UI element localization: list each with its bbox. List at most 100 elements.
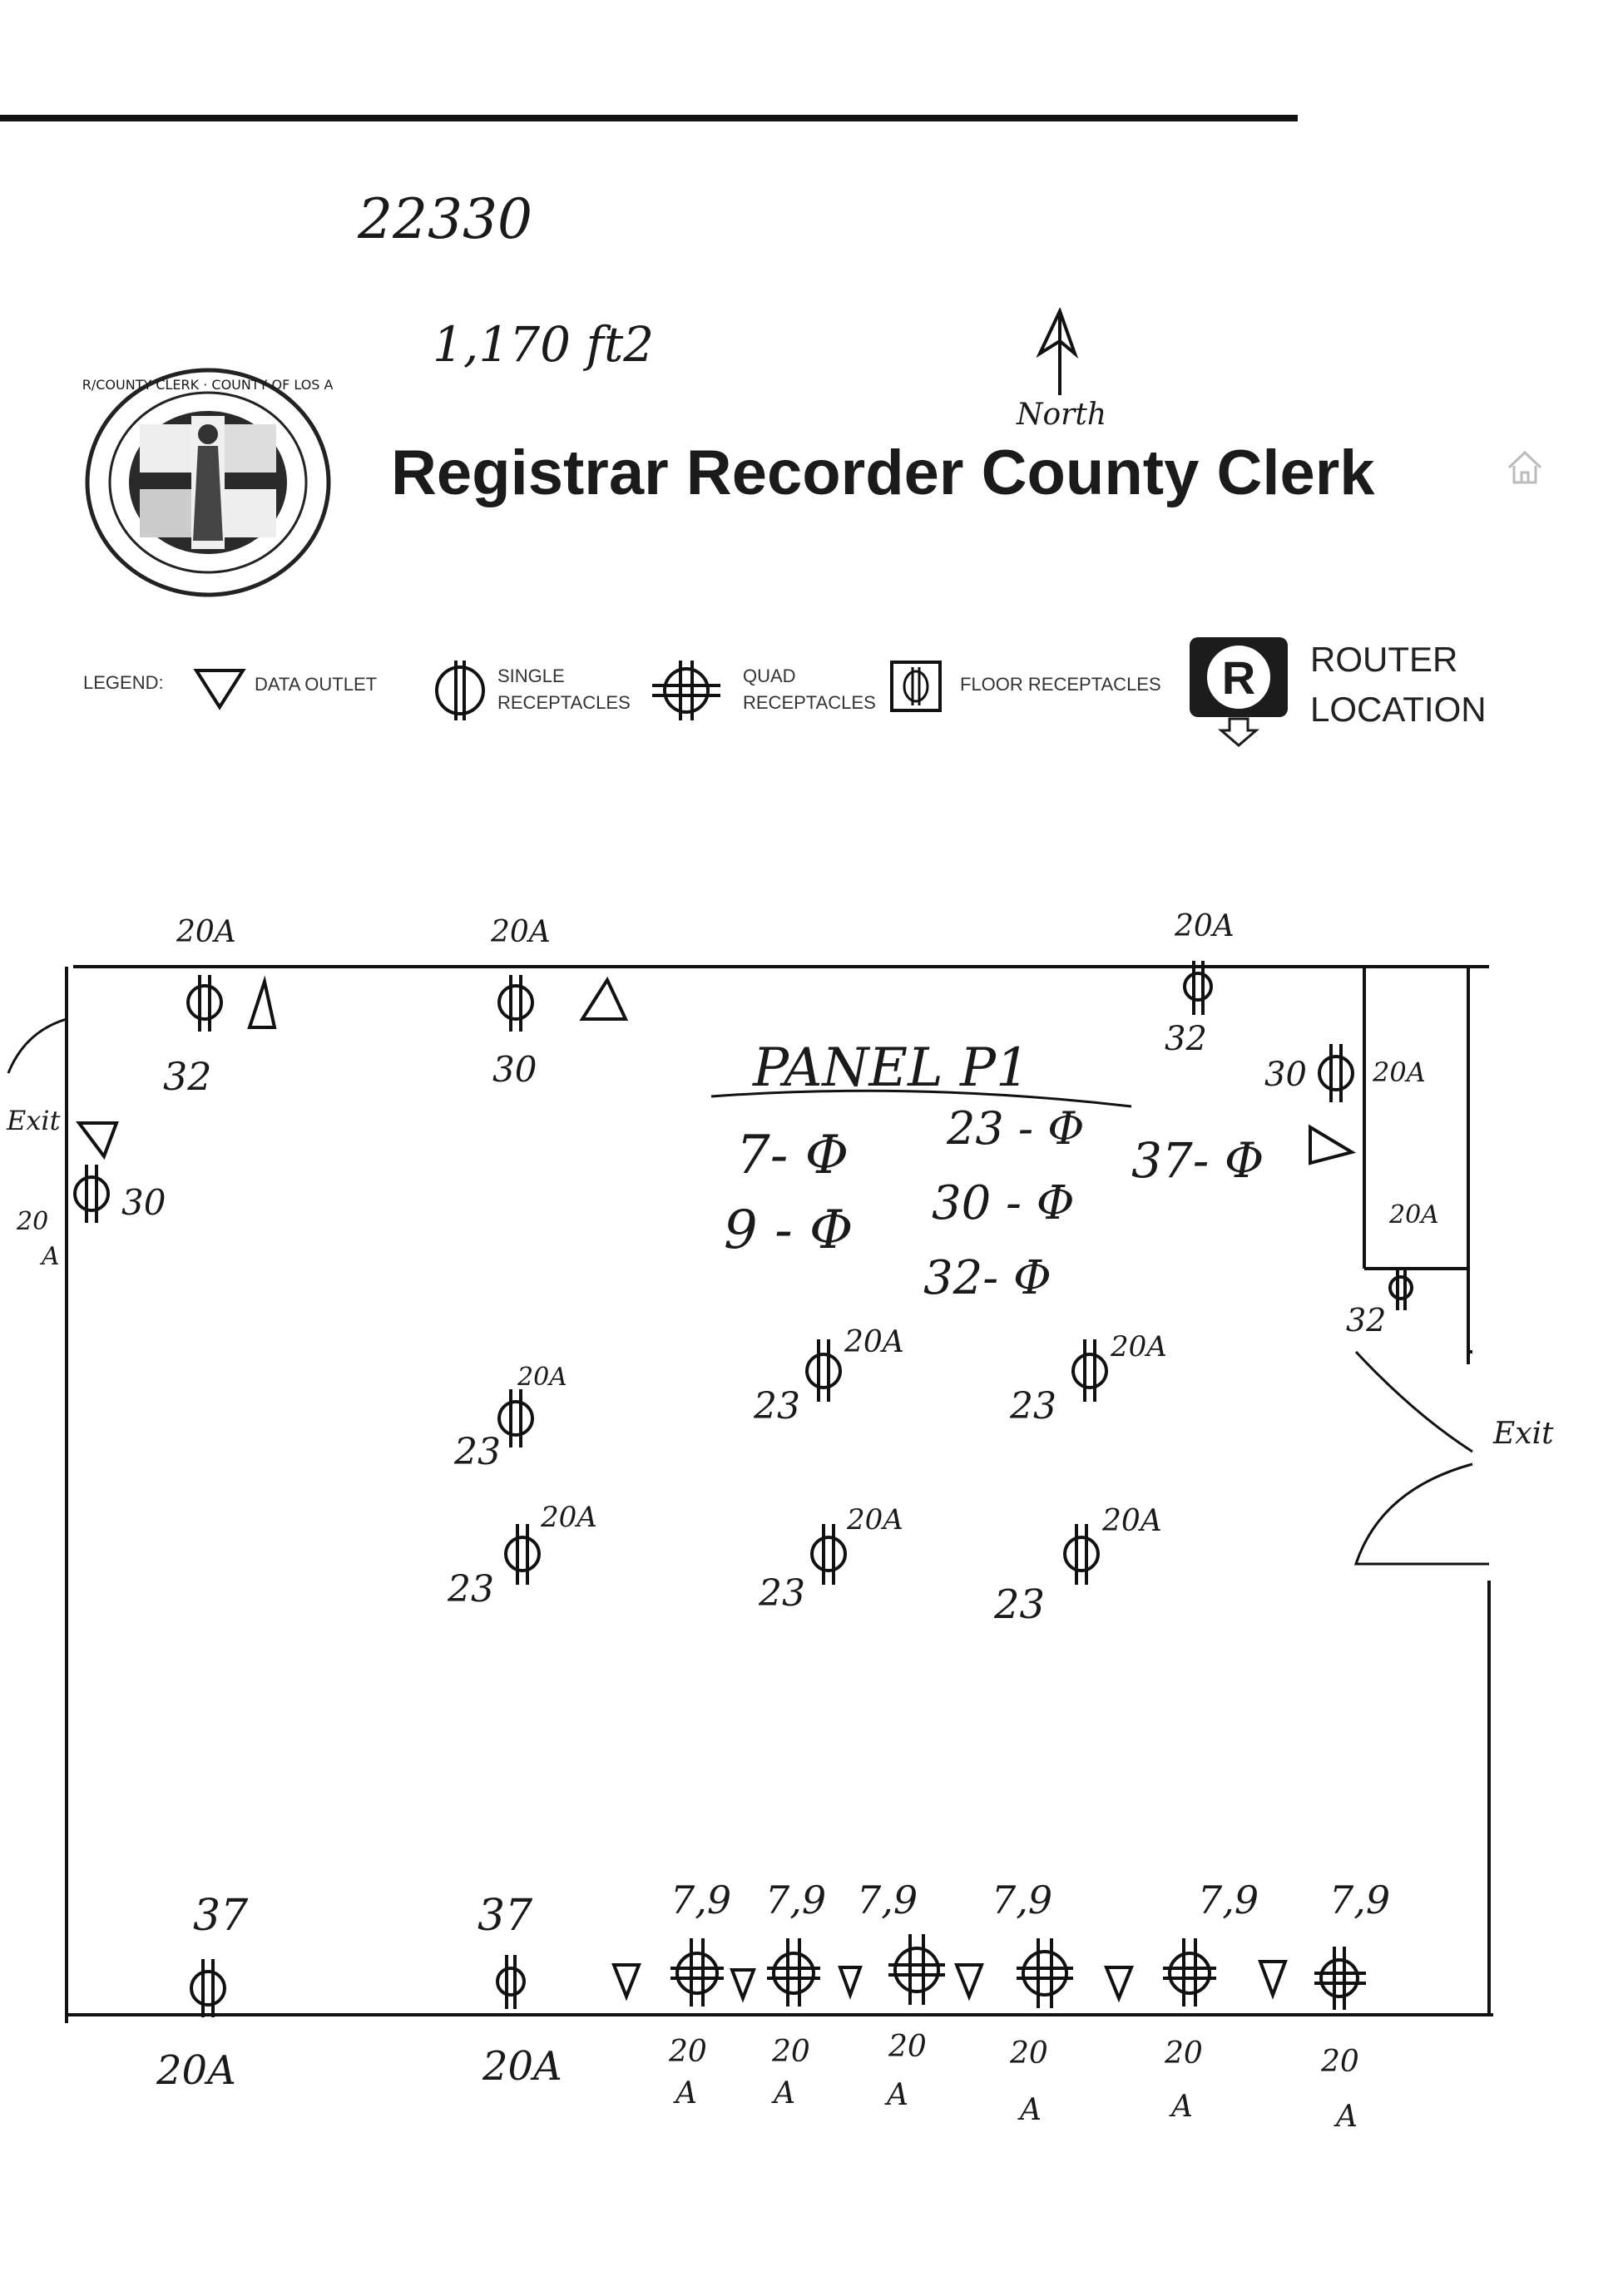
legend-router-line2: LOCATION <box>1310 690 1487 729</box>
bottom-quad-receptacle: 7,9 20 A <box>992 1878 1073 2127</box>
svg-text:7,9: 7,9 <box>992 1878 1052 1922</box>
svg-text:20A: 20A <box>156 2047 236 2094</box>
north-label: North <box>1017 398 1107 432</box>
svg-text:7,9: 7,9 <box>857 1878 918 1922</box>
floor-receptacle-icon <box>890 661 942 712</box>
walls <box>65 965 1493 2023</box>
bottom-single-receptacle: 37 20A <box>156 1891 249 2094</box>
legend-single-line1: SINGLE <box>497 666 565 686</box>
panel-circuit: 30 - Φ <box>932 1176 1075 1230</box>
bottom-quad-receptacle: 7,9 20 A <box>1163 1878 1259 2124</box>
bottom-quad-receptacle: 7,9 20 A <box>668 1878 731 2110</box>
data-outlet-icon <box>730 1968 756 2003</box>
data-outlet-icon <box>193 669 246 710</box>
page-title: Registrar Recorder County Clerk <box>391 438 1375 508</box>
data-outlet-icon <box>247 975 277 1029</box>
panel-title: PANEL P1 <box>752 1037 1030 1099</box>
svg-text:20A: 20A <box>844 1325 904 1359</box>
svg-text:23: 23 <box>447 1568 494 1611</box>
svg-text:A: A <box>1334 2100 1358 2134</box>
svg-text:32: 32 <box>1346 1302 1386 1339</box>
svg-text:20A: 20A <box>482 2043 562 2090</box>
panel-circuit: 23 - Φ <box>946 1102 1085 1155</box>
panel-underline <box>710 1089 1132 1108</box>
floor-area: 1,170 ft2 <box>433 316 655 373</box>
svg-text:20: 20 <box>1009 2036 1048 2071</box>
data-outlet-icon <box>954 1963 984 2002</box>
right-wall-receptacle: 20A 32 <box>1346 1200 1439 1339</box>
exit-label-right: Exit <box>1492 1417 1554 1451</box>
svg-text:A: A <box>1017 2093 1042 2127</box>
legend-prefix: LEGEND: <box>83 672 164 693</box>
data-outlet-icon <box>76 1121 119 1160</box>
bottom-quad-receptacle: 7,9 20 A <box>857 1878 945 2112</box>
svg-text:7,9: 7,9 <box>1198 1878 1259 1922</box>
legend-quad-line1: QUAD <box>743 666 796 686</box>
left-wall-receptacle: 30 20 A <box>16 1121 166 1271</box>
svg-text:20A: 20A <box>1110 1330 1167 1363</box>
panel-circuit: 7- Φ <box>736 1125 849 1186</box>
bottom-quad-receptacle: 7,9 20 A <box>765 1878 826 2110</box>
svg-text:7,9: 7,9 <box>765 1878 826 1922</box>
svg-text:23: 23 <box>453 1431 501 1473</box>
svg-text:20A: 20A <box>846 1503 903 1536</box>
home-icon <box>1507 450 1542 484</box>
svg-text:A: A <box>39 1242 60 1271</box>
seal-text: REGISTRAR RECORDER/COUNTY CLERK · COUNTY… <box>83 377 333 393</box>
interior-receptacle: 20A 23 <box>1009 1330 1167 1428</box>
single-receptacle-icon <box>435 661 485 720</box>
router-icon: R <box>1190 637 1288 747</box>
svg-text:20A: 20A <box>1372 1056 1426 1088</box>
data-outlet-icon <box>611 1963 641 2002</box>
interior-receptacle: 20A 23 <box>453 1363 567 1473</box>
svg-text:20A: 20A <box>540 1501 597 1534</box>
svg-text:20A: 20A <box>1174 909 1235 943</box>
right-wall-receptacle: 30 20A <box>1264 1044 1426 1165</box>
legend-data-outlet: DATA OUTLET <box>255 674 378 695</box>
svg-text:37: 37 <box>477 1891 533 1941</box>
data-outlet-icon <box>838 1966 863 2000</box>
router-letter: R <box>1222 651 1255 704</box>
panel-circuit: 37- Φ <box>1131 1132 1264 1189</box>
svg-text:A: A <box>1169 2090 1193 2124</box>
legend-floor-receptacles: FLOOR RECEPTACLES <box>960 674 1161 695</box>
bottom-quad-receptacle: 7,9 20 A <box>1314 1878 1390 2134</box>
top-rule <box>0 115 1298 121</box>
svg-text:20: 20 <box>16 1207 48 1236</box>
svg-text:20: 20 <box>668 2035 707 2069</box>
data-outlet-icon <box>579 976 629 1021</box>
interior-receptacle: 20A 23 <box>753 1325 904 1428</box>
svg-text:7,9: 7,9 <box>1329 1878 1390 1922</box>
data-outlet-icon <box>1104 1966 1134 2003</box>
doors <box>7 1017 1489 1566</box>
svg-text:30: 30 <box>1264 1056 1307 1094</box>
svg-text:37: 37 <box>193 1891 249 1941</box>
svg-text:20A: 20A <box>517 1363 567 1392</box>
interior-receptacle: 20A 23 <box>993 1504 1162 1628</box>
id-number: 22330 <box>358 187 532 251</box>
svg-text:20A: 20A <box>176 915 236 949</box>
top-wall-receptacle: 20A 32 <box>1165 909 1235 1058</box>
svg-text:23: 23 <box>753 1385 800 1428</box>
interior-receptacle: 20A 23 <box>758 1503 903 1615</box>
svg-text:A: A <box>771 2076 795 2110</box>
panel-circuit: 9 - Φ <box>724 1200 854 1261</box>
svg-text:23: 23 <box>758 1572 805 1615</box>
svg-text:32: 32 <box>163 1054 212 1099</box>
data-outlet-icon <box>1309 1124 1357 1165</box>
svg-text:30: 30 <box>121 1182 166 1223</box>
svg-text:A: A <box>673 2076 697 2110</box>
data-outlet-icon <box>1258 1960 1288 2000</box>
data-outlets-bottom <box>611 1960 1288 2003</box>
svg-text:A: A <box>884 2078 908 2112</box>
exit-label-left: Exit <box>6 1105 61 1136</box>
svg-text:20A: 20A <box>490 915 551 949</box>
top-wall-receptacle: 20A 32 <box>163 915 277 1099</box>
svg-text:20A: 20A <box>1388 1200 1439 1230</box>
panel-circuit: 32- Φ <box>923 1251 1051 1305</box>
legend-quad-line2: RECEPTACLES <box>743 692 876 713</box>
svg-text:23: 23 <box>993 1581 1045 1628</box>
quad-receptacle-icon <box>652 661 720 720</box>
interior-receptacle: 20A 23 <box>447 1501 597 1611</box>
